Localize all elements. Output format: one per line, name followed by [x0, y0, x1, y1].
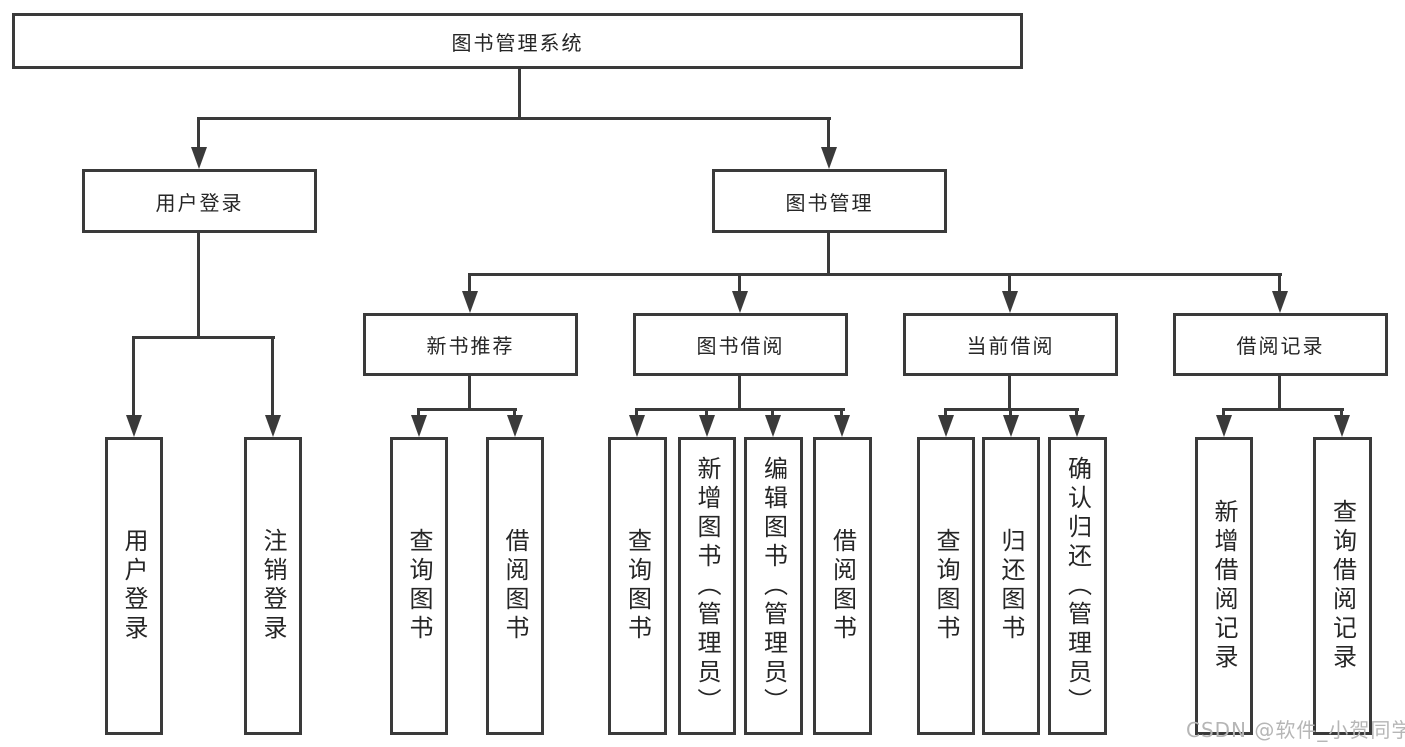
arrowhead-down-icon — [1272, 291, 1288, 313]
arrowhead-down-icon — [834, 415, 850, 437]
csdn-watermark: CSDN @软件_小贺同学 — [1186, 718, 1405, 742]
connector-line — [468, 273, 1282, 276]
connector-line — [840, 408, 843, 417]
node-borrowing-records: 借阅记录 — [1173, 313, 1388, 376]
connector-line — [738, 273, 741, 293]
leaf-query-books-current: 查询图书 — [917, 437, 975, 735]
connector-line — [468, 376, 471, 410]
leaf-borrow-books: 借阅图书 — [813, 437, 872, 735]
connector-line — [944, 408, 947, 417]
connector-line — [132, 336, 135, 417]
connector-line — [468, 273, 471, 293]
connector-line — [1008, 376, 1011, 410]
arrowhead-down-icon — [938, 415, 954, 437]
connector-line — [635, 408, 845, 411]
node-root-system: 图书管理系统 — [12, 13, 1023, 69]
node-current-borrowing: 当前借阅 — [903, 313, 1118, 376]
connector-line — [827, 117, 830, 149]
connector-line — [197, 233, 200, 338]
leaf-return-books: 归还图书 — [982, 437, 1040, 735]
arrowhead-down-icon — [629, 415, 645, 437]
connector-line — [771, 408, 774, 417]
arrowhead-down-icon — [462, 291, 478, 313]
connector-line — [197, 117, 200, 149]
arrowhead-down-icon — [765, 415, 781, 437]
connector-line — [705, 408, 708, 417]
arrowhead-down-icon — [411, 415, 427, 437]
connector-line — [1278, 273, 1281, 293]
connector-line — [944, 408, 1079, 411]
connector-line — [827, 233, 830, 276]
connector-line — [417, 408, 517, 411]
connector-line — [1222, 408, 1344, 411]
leaf-edit-books-admin: 编辑图书（管理员） — [744, 437, 803, 735]
connector-line — [1222, 408, 1225, 417]
connector-line — [635, 408, 638, 417]
arrowhead-down-icon — [1334, 415, 1350, 437]
connector-line — [1008, 273, 1011, 293]
connector-line — [738, 376, 741, 410]
arrowhead-down-icon — [126, 415, 142, 437]
leaf-query-borrow-record: 查询借阅记录 — [1313, 437, 1372, 735]
connector-line — [1340, 408, 1343, 417]
node-book-management-branch: 图书管理 — [712, 169, 947, 233]
connector-line — [132, 336, 275, 339]
leaf-confirm-return-admin: 确认归还（管理员） — [1048, 437, 1107, 735]
arrowhead-down-icon — [1002, 291, 1018, 313]
connector-line — [271, 336, 274, 417]
leaf-logout: 注销登录 — [244, 437, 302, 735]
arrowhead-down-icon — [821, 147, 837, 169]
connector-line — [197, 117, 831, 120]
arrowhead-down-icon — [507, 415, 523, 437]
arrowhead-down-icon — [265, 415, 281, 437]
arrowhead-down-icon — [1216, 415, 1232, 437]
arrowhead-down-icon — [1069, 415, 1085, 437]
leaf-borrow-books-recommend: 借阅图书 — [486, 437, 544, 735]
leaf-query-books-recommend: 查询图书 — [390, 437, 448, 735]
connector-line — [513, 408, 516, 417]
leaf-user-login: 用户登录 — [105, 437, 163, 735]
leaf-add-books-admin: 新增图书（管理员） — [678, 437, 736, 735]
node-user-login-branch: 用户登录 — [82, 169, 317, 233]
connector-line — [518, 69, 521, 119]
arrowhead-down-icon — [699, 415, 715, 437]
arrowhead-down-icon — [191, 147, 207, 169]
connector-line — [417, 408, 420, 417]
node-book-borrowing: 图书借阅 — [633, 313, 848, 376]
arrowhead-down-icon — [732, 291, 748, 313]
arrowhead-down-icon — [1003, 415, 1019, 437]
connector-line — [1075, 408, 1078, 417]
connector-line — [1278, 376, 1281, 410]
node-new-book-recommend: 新书推荐 — [363, 313, 578, 376]
leaf-add-borrow-record: 新增借阅记录 — [1195, 437, 1253, 735]
connector-line — [1009, 408, 1012, 417]
leaf-query-books-borrow: 查询图书 — [608, 437, 667, 735]
